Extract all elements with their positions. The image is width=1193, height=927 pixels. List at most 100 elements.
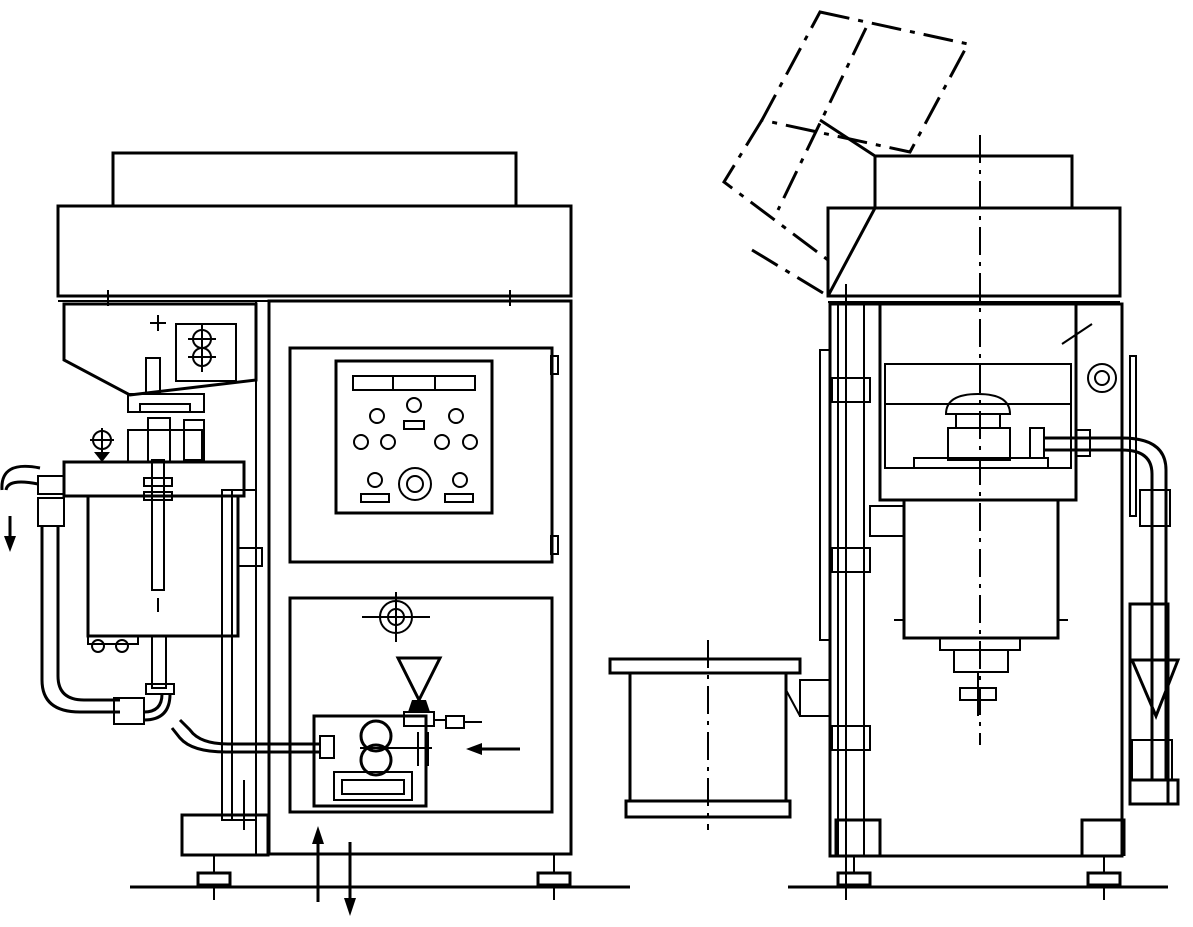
side-pulley-hub <box>1094 370 1110 386</box>
top-cover <box>873 154 1074 210</box>
base-corner <box>834 818 882 856</box>
door-hinge <box>550 355 559 375</box>
indicator-lamp <box>367 472 383 488</box>
drain-valve <box>115 639 129 653</box>
leveling-foot <box>536 871 572 887</box>
cabinet-body <box>828 302 1124 858</box>
pipe-union <box>1139 489 1171 527</box>
side-rail <box>819 349 831 641</box>
label-plate <box>403 420 425 430</box>
pipe-union <box>37 497 65 527</box>
hood <box>826 206 1122 298</box>
hood <box>56 204 573 298</box>
lid-open-outline <box>759 10 971 154</box>
lid-brace <box>826 207 877 297</box>
hopper-chute <box>62 302 258 397</box>
belt-tensioner <box>1061 323 1093 345</box>
drain-plate <box>87 635 139 645</box>
tank-outlet <box>953 649 1009 673</box>
column-clamp <box>831 377 871 403</box>
indicator-lamp <box>380 434 396 450</box>
drive-head-plate <box>139 403 191 413</box>
label-plate <box>360 493 390 503</box>
return-pipe <box>40 526 120 714</box>
leveling-foot <box>196 871 232 887</box>
door-hinge <box>550 535 559 555</box>
drain-valve <box>91 639 105 653</box>
transfer-pipe <box>178 718 320 746</box>
pipe-union <box>1075 429 1091 457</box>
label-plate <box>444 493 474 503</box>
side-view <box>608 10 1181 900</box>
main-knob <box>398 467 432 501</box>
indicator-lamp <box>452 472 468 488</box>
return-pipe <box>1121 448 1154 780</box>
return-pipe <box>56 526 120 702</box>
agitator-shaft <box>151 459 165 591</box>
funnel-nozzle <box>408 700 430 712</box>
pipe-flange <box>37 475 65 495</box>
flow-arrow-down-head <box>4 536 16 552</box>
indicator-lamp <box>406 397 422 413</box>
coupling-side <box>183 419 205 461</box>
return-pipe <box>1121 436 1168 780</box>
motor-body <box>955 413 1001 429</box>
side-rail <box>1129 355 1137 517</box>
front-view <box>0 151 630 916</box>
flow-arrow-up-head <box>312 826 324 844</box>
connector-duct <box>799 679 831 717</box>
indicator-lamp <box>448 408 464 424</box>
pump-gear <box>359 743 393 777</box>
valve-block <box>403 711 435 727</box>
pump-gear <box>359 719 393 753</box>
pipe-elbow <box>143 693 164 714</box>
side-bracket <box>869 505 905 537</box>
valve-actuator <box>445 715 465 729</box>
pipe-flange <box>319 735 335 759</box>
motor-housing <box>947 427 1011 461</box>
shaft-collar <box>143 491 173 501</box>
display-strip <box>352 375 476 391</box>
lid-open-outline <box>722 119 829 262</box>
control-panel-door <box>288 346 554 564</box>
overflow-hook <box>0 464 41 491</box>
connector-duct <box>785 689 801 717</box>
control-panel <box>334 359 494 515</box>
leveling-foot <box>1086 871 1122 887</box>
overflow-hook <box>4 480 39 491</box>
upper-compartment <box>878 302 1078 502</box>
indicator-lamp <box>462 434 478 450</box>
motor-cap <box>944 392 1012 415</box>
base-block <box>180 813 270 857</box>
pump-base <box>333 771 413 801</box>
ext-tank-lid <box>608 657 802 675</box>
column-clamp <box>237 547 263 567</box>
top-cover <box>111 151 518 208</box>
pipe-flange <box>1029 427 1045 459</box>
pump-base <box>1128 778 1180 806</box>
main-knob-center <box>406 475 424 493</box>
column-clamp <box>831 547 871 573</box>
leveling-foot <box>836 871 872 887</box>
side-pulley <box>1087 363 1117 393</box>
handwheel-mark <box>94 452 110 462</box>
motor-plate <box>175 323 237 382</box>
shaft-collar <box>143 477 173 487</box>
support-column <box>221 489 257 821</box>
lower-door <box>288 596 554 814</box>
outlet-pipe <box>151 635 167 689</box>
pump-housing <box>312 714 428 808</box>
indicator-lamp <box>353 434 369 450</box>
lid-open-outline <box>776 27 868 211</box>
coupling <box>147 417 171 463</box>
drive-post <box>145 357 161 395</box>
pump-base-inner <box>341 779 405 795</box>
indicator-lamp <box>369 408 385 424</box>
base-corner <box>1080 818 1126 856</box>
motor-base <box>913 457 1049 469</box>
indicator-lamp <box>434 434 450 450</box>
transfer-pipe <box>170 727 320 754</box>
gearbox <box>127 429 203 463</box>
pump-funnel <box>1129 658 1181 720</box>
